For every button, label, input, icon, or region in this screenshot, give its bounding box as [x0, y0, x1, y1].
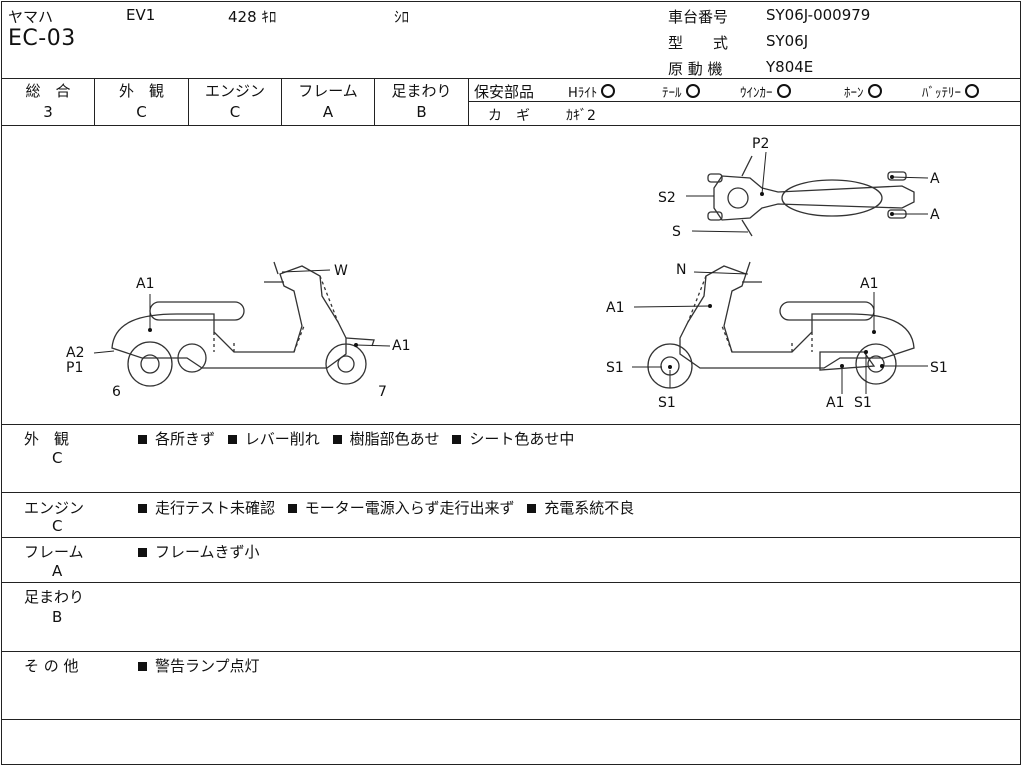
- divider: [2, 719, 1020, 720]
- ok-circle-icon: [965, 84, 979, 98]
- mark-label: 7: [378, 384, 387, 400]
- grade-value-engine: C: [229, 103, 241, 121]
- mark-label: S1: [930, 360, 948, 376]
- engine-value: Y804E: [766, 58, 814, 76]
- safety-item-winker: ｳｲﾝｶｰ: [740, 82, 791, 101]
- bullet-square-icon: [527, 503, 537, 513]
- section-grade-frame: A: [52, 562, 63, 580]
- divider: [2, 424, 1020, 425]
- grade-value-frame: A: [322, 103, 334, 121]
- mark-label: N: [676, 262, 686, 278]
- mark-label: A2: [66, 345, 84, 361]
- mileage: 428 ｷﾛ: [228, 8, 277, 26]
- divider: [374, 78, 375, 125]
- divider: [281, 78, 282, 125]
- key-value: ｶｷﾞ2: [566, 108, 596, 124]
- divider: [2, 492, 1020, 493]
- section-label-other: そ の 他: [24, 657, 79, 675]
- section-label-frame: フレーム: [24, 543, 84, 561]
- maker: ヤマハ: [8, 8, 54, 26]
- section-notes-exterior: 各所きず レバー削れ 樹脂部色あせ シート色あせ中: [138, 428, 574, 449]
- mark-label: A: [930, 207, 940, 223]
- chassis-value: SY06J-000979: [766, 6, 871, 24]
- ok-circle-icon: [685, 84, 700, 98]
- bullet-square-icon: [138, 661, 147, 671]
- divider: [2, 78, 1020, 79]
- safety-item-battery: ﾊﾞｯﾃﾘｰ: [922, 82, 979, 101]
- mark-label: S1: [658, 395, 676, 411]
- mark-label: W: [334, 263, 348, 279]
- type-label: 型 式: [668, 34, 729, 52]
- bullet-square-icon: [138, 434, 147, 444]
- divider: [188, 78, 189, 125]
- divider: [468, 101, 1020, 102]
- mark-label: P1: [66, 360, 83, 376]
- grade-label-engine: エンジン: [204, 82, 265, 100]
- section-label-suspension: 足まわり: [24, 588, 85, 606]
- section-notes-frame: フレームきず小: [138, 541, 260, 562]
- ok-circle-icon: [776, 84, 791, 98]
- mark-label: A: [930, 171, 940, 187]
- key-label: カ ギ: [488, 108, 530, 124]
- section-grade-engine: C: [52, 517, 63, 535]
- bullet-square-icon: [452, 434, 462, 444]
- mark-label: A1: [606, 300, 624, 316]
- scooter-top-view: [707, 155, 915, 237]
- section-grade-suspension: B: [52, 608, 63, 626]
- mark-label: A1: [136, 276, 154, 292]
- type-value: SY06J: [766, 32, 809, 50]
- section-grade-exterior: C: [52, 449, 63, 467]
- color: ｼﾛ: [394, 8, 410, 26]
- mark-label: S: [672, 224, 681, 240]
- bullet-square-icon: [332, 434, 342, 444]
- section-notes-other: 警告ランプ点灯: [138, 655, 260, 676]
- mark-label: A1: [392, 338, 410, 354]
- grade-label-suspension: 足まわり: [391, 82, 452, 100]
- mark-label: 6: [112, 384, 121, 400]
- safety-label: 保安部品: [474, 83, 535, 101]
- section-label-engine: エンジン: [24, 499, 85, 517]
- grade-label-frame: フレーム: [298, 82, 358, 100]
- damage-diagram: P2 S2 S A A A1 W A2 P1 A1 6 7 N A1 A1 S1…: [66, 136, 948, 411]
- divider: [2, 537, 1020, 538]
- grade-value-overall: 3: [43, 103, 53, 121]
- bullet-square-icon: [138, 547, 147, 557]
- bullet-square-icon: [227, 434, 237, 444]
- engine-label: 原 動 機: [668, 60, 723, 78]
- bullet-square-icon: [138, 503, 147, 513]
- grade-label-overall: 総 合: [25, 82, 71, 100]
- safety-item-headlight: Hﾗｲﾄ: [568, 82, 616, 101]
- ok-circle-icon: [601, 84, 616, 98]
- divider: [2, 582, 1020, 583]
- divider: [468, 78, 469, 125]
- safety-item-tail: ﾃｰﾙ: [662, 82, 700, 101]
- bullet-square-icon: [287, 503, 297, 513]
- ok-circle-icon: [867, 84, 882, 98]
- divider: [2, 125, 1020, 126]
- scooter-left-side-view: [111, 261, 375, 387]
- divider: [94, 78, 95, 125]
- grade-value-exterior: C: [136, 103, 147, 121]
- divider: [2, 651, 1020, 652]
- section-label-exterior: 外 観: [24, 430, 70, 448]
- scooter-right-side-view: [647, 261, 915, 389]
- section-notes-engine: 走行テスト未確認 モーター電源入らず走行出来ず 充電系統不良: [138, 497, 634, 518]
- model: EV1: [126, 6, 156, 24]
- mark-label: S2: [658, 190, 676, 206]
- chassis-label: 車台番号: [668, 8, 729, 26]
- mark-label: A1: [826, 395, 844, 411]
- grade-value-suspension: B: [416, 103, 427, 121]
- mark-label: A1: [860, 276, 878, 292]
- mark-label: S1: [854, 395, 872, 411]
- safety-item-horn: ﾎｰﾝ: [844, 82, 882, 101]
- mark-label: S1: [606, 360, 624, 376]
- mark-label: P2: [752, 136, 769, 152]
- grade-label-exterior: 外 観: [118, 82, 164, 100]
- model-code: EC-03: [8, 26, 76, 51]
